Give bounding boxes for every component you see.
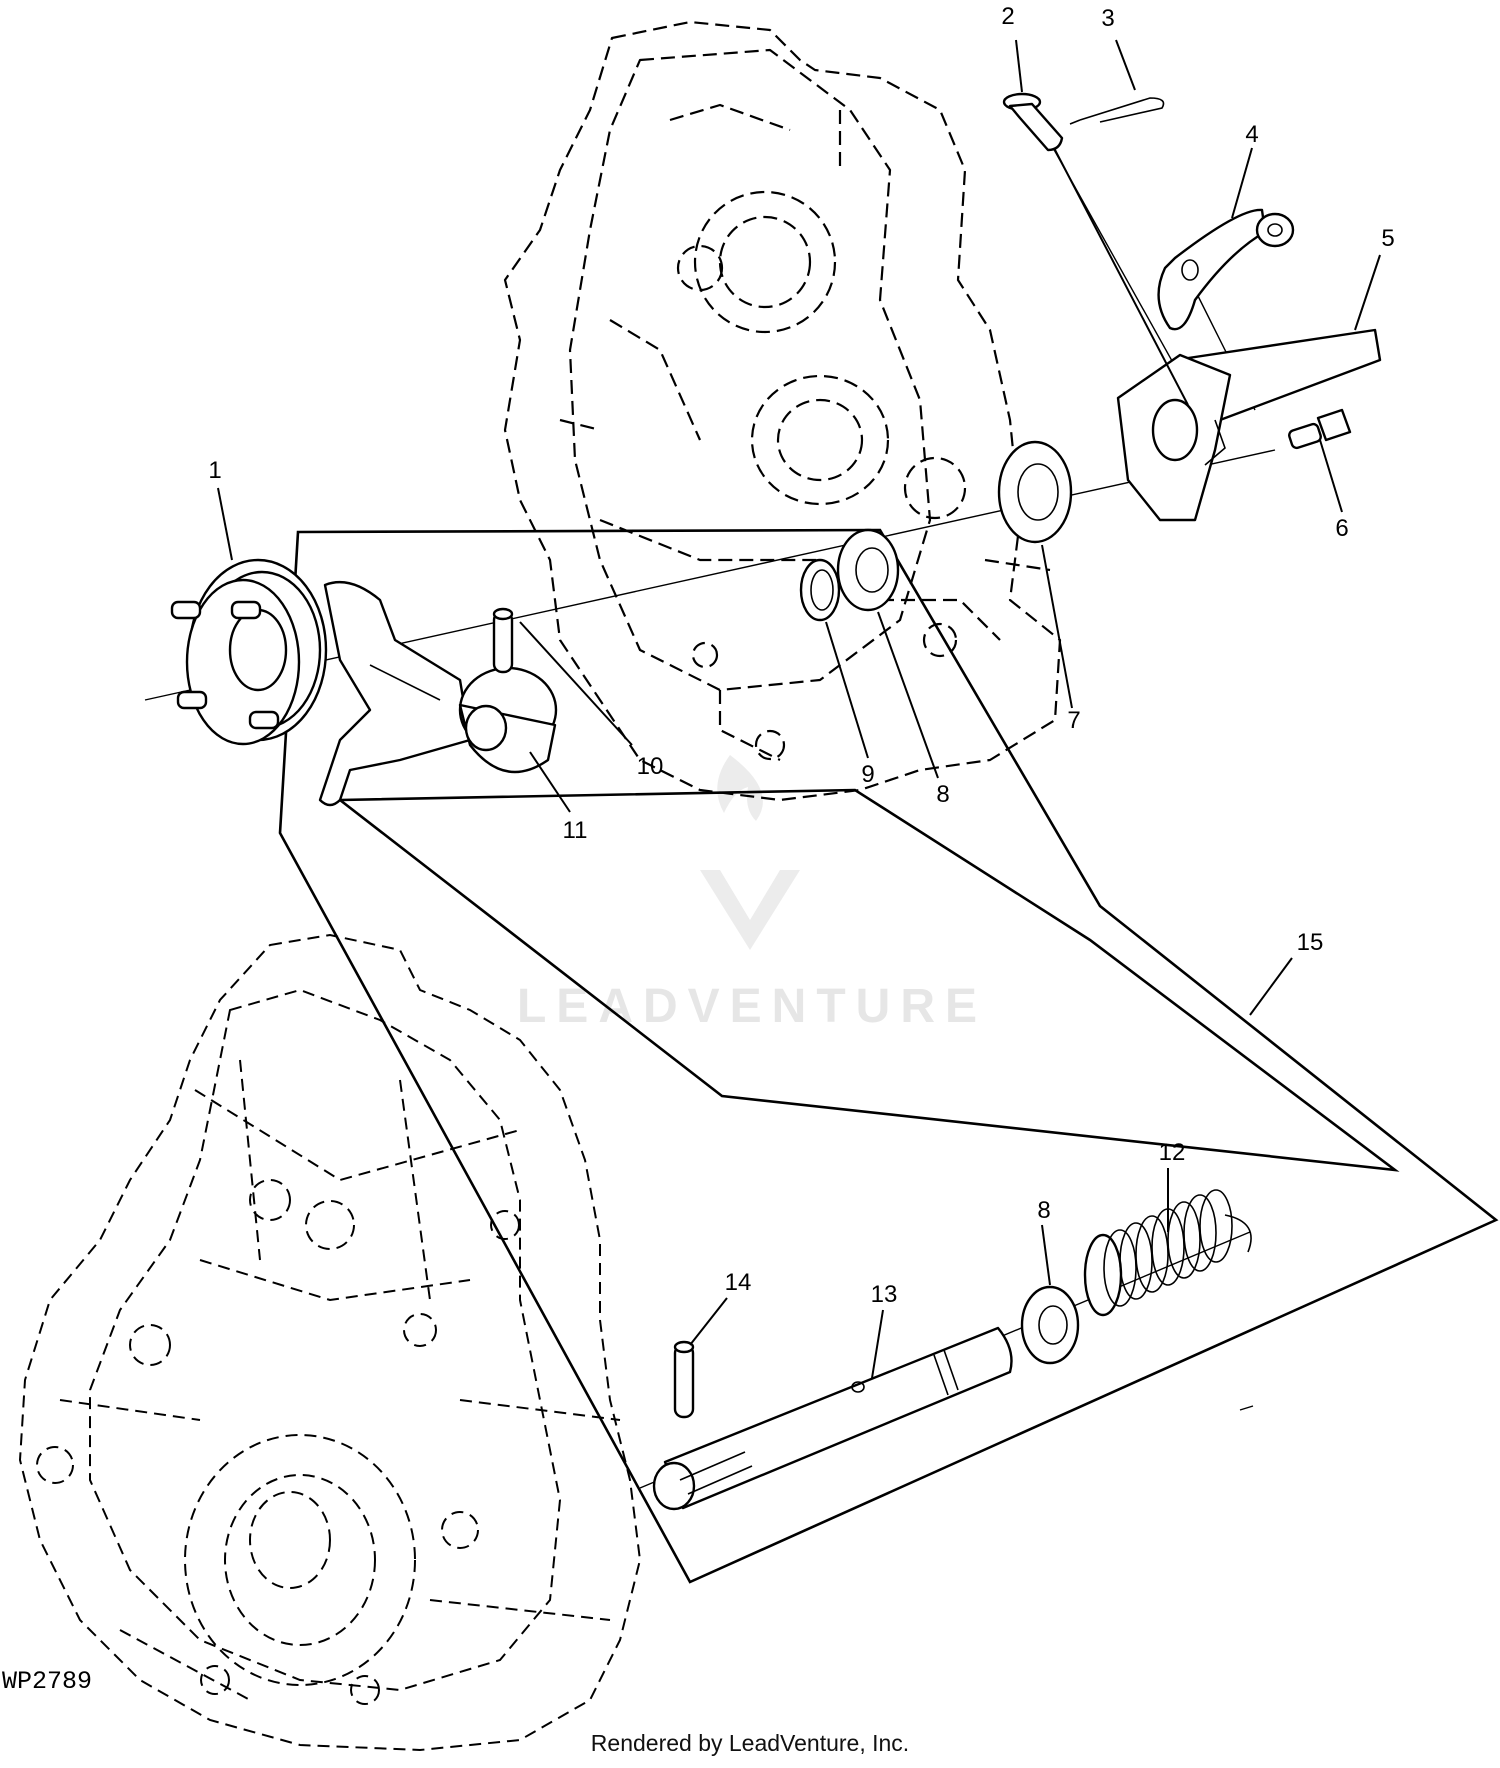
part-5-shift-lever-bracket [1116,328,1382,522]
part-3-spring-clip [1069,97,1165,125]
callout-2: 2 [1001,3,1014,30]
callout-8-upper: 8 [936,781,949,808]
assembly-15-frame [278,528,1499,1584]
part-12-coil-spring [1083,1189,1252,1317]
callout-3: 3 [1101,5,1114,32]
leader-lines [217,39,1381,1379]
watermark-text: LEADVENTURE [517,980,987,1033]
callout-labels: 1 2 3 4 5 6 7 8 9 10 11 15 12 8 14 13 [208,3,1394,1308]
callout-5: 5 [1381,225,1394,252]
callout-11: 11 [563,817,588,844]
part-11-shift-fork [318,580,558,807]
figure-code: WP2789 [2,1667,93,1696]
upper-housing-outline [503,20,1062,802]
part-8-lower-washer [1020,1285,1080,1365]
callout-6: 6 [1335,515,1348,542]
part-4-lever-plate [1157,208,1295,331]
part-2-clevis-pin [1002,92,1064,152]
callout-4: 4 [1245,121,1258,148]
part-6-cap-screw [1288,408,1352,450]
callout-14: 14 [725,1269,752,1296]
part-1-flange-hub [170,558,328,746]
part-14-roll-pin [673,1340,695,1419]
watermark: LEADVENTURE [517,755,987,1033]
callout-13: 13 [871,1281,898,1308]
part-7-seal [997,440,1073,544]
callout-1: 1 [208,457,221,484]
callout-8-lower: 8 [1037,1197,1050,1224]
lower-housing-outline [18,933,642,1752]
callout-10: 10 [637,753,664,780]
callout-7: 7 [1067,707,1080,734]
part-10-roll-pin [492,607,514,674]
part-9-snap-ring [799,558,841,622]
callout-9: 9 [861,761,874,788]
callout-12: 12 [1159,1139,1186,1166]
part-8-washer [836,528,900,612]
callout-15: 15 [1297,929,1324,956]
part-13-shift-shaft [652,1326,1013,1511]
render-credit: Rendered by LeadVenture, Inc. [590,1730,910,1756]
